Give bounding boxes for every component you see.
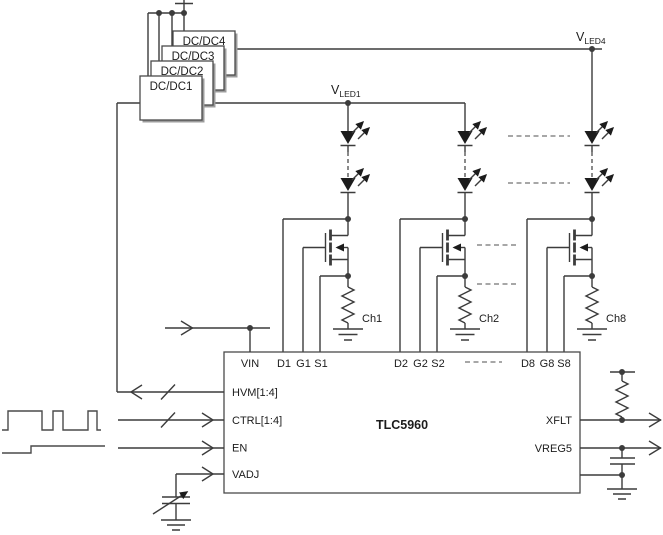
dcdc-converter-stack: DC/DC4 DC/DC3 DC/DC2 DC/DC1 — [139, 30, 238, 123]
ch1-label: Ch1 — [362, 313, 382, 325]
hvm-arrow-icon — [129, 384, 143, 400]
omitted-channel-dashes — [477, 135, 570, 285]
dcdc-label-1: DC/DC1 — [150, 81, 193, 93]
vin-input-wire — [165, 320, 270, 352]
ic-name-label: TLC5960 — [376, 418, 428, 432]
pin-label-hvm: HVM[1:4] — [232, 387, 278, 399]
ch2-label: Ch2 — [479, 313, 499, 325]
tlc5960-ic: TLC5960 VIN D1 G1 S1 D2 G2 S2 D8 G8 S8 H… — [223, 351, 581, 494]
pin-label-xflt: XFLT — [546, 415, 572, 427]
dcdc-supply-bus — [147, 0, 193, 76]
pin-label-s8: S8 — [557, 358, 570, 370]
ctrl-bus-slash — [160, 412, 176, 428]
en-arrow-icon — [201, 440, 215, 456]
ch8-label: Ch8 — [606, 313, 626, 325]
hvm-bus-slash — [160, 384, 176, 400]
ctrl-pwm-waveform-icon — [2, 410, 101, 431]
vreg5-capacitor-icon — [610, 448, 635, 475]
en-wire — [2, 440, 224, 456]
vreg5-wire — [580, 440, 662, 500]
pin-label-vin: VIN — [241, 358, 259, 370]
pin-label-s2: S2 — [431, 358, 444, 370]
vadj-trimmer-icon — [152, 491, 190, 515]
pin-label-en: EN — [232, 443, 247, 455]
pin-label-d1: D1 — [277, 358, 291, 370]
xflt-wire — [580, 369, 662, 428]
pin-label-ctrl: CTRL[1:4] — [232, 415, 282, 427]
dcdc-label-4: DC/DC4 — [183, 36, 226, 48]
ctrl-arrow-icon — [201, 412, 215, 428]
led-channel-8 — [527, 103, 613, 352]
pin-label-d8: D8 — [521, 358, 535, 370]
pin-label-s1: S1 — [314, 358, 327, 370]
dcdc-label-3: DC/DC3 — [172, 51, 215, 63]
xflt-pullup-resistor-icon — [610, 369, 635, 420]
led-channel-2 — [400, 103, 486, 352]
pin-label-vreg5: VREG5 — [535, 443, 572, 455]
vreg5-ground-icon — [607, 488, 637, 500]
led-channel-1 — [283, 103, 369, 352]
ctrl-wire — [2, 410, 224, 431]
vreg5-arrow-icon — [648, 440, 662, 456]
vin-arrow-icon — [180, 320, 194, 336]
vled4-label: VLED4 — [576, 30, 606, 46]
pin-label-d2: D2 — [394, 358, 408, 370]
dcdc-box-1 — [139, 75, 203, 121]
vled1-label: VLED1 — [331, 83, 361, 99]
vadj-wire — [152, 466, 224, 531]
hvm-wire — [117, 384, 224, 400]
vadj-ground-icon — [161, 519, 191, 531]
pin-label-vadj: VADJ — [232, 469, 259, 481]
pin-label-g2: G2 — [413, 358, 428, 370]
dcdc-label-2: DC/DC2 — [161, 66, 204, 78]
vled-rails — [116, 48, 602, 392]
xflt-arrow-icon — [648, 412, 662, 428]
rail-labels: VLED1 VLED4 — [331, 30, 606, 106]
vadj-arrow-icon — [201, 466, 215, 482]
tlc5960-box — [223, 351, 581, 494]
pin-label-g8: G8 — [540, 358, 555, 370]
en-step-waveform-icon — [2, 445, 105, 454]
pin-label-g1: G1 — [296, 358, 311, 370]
